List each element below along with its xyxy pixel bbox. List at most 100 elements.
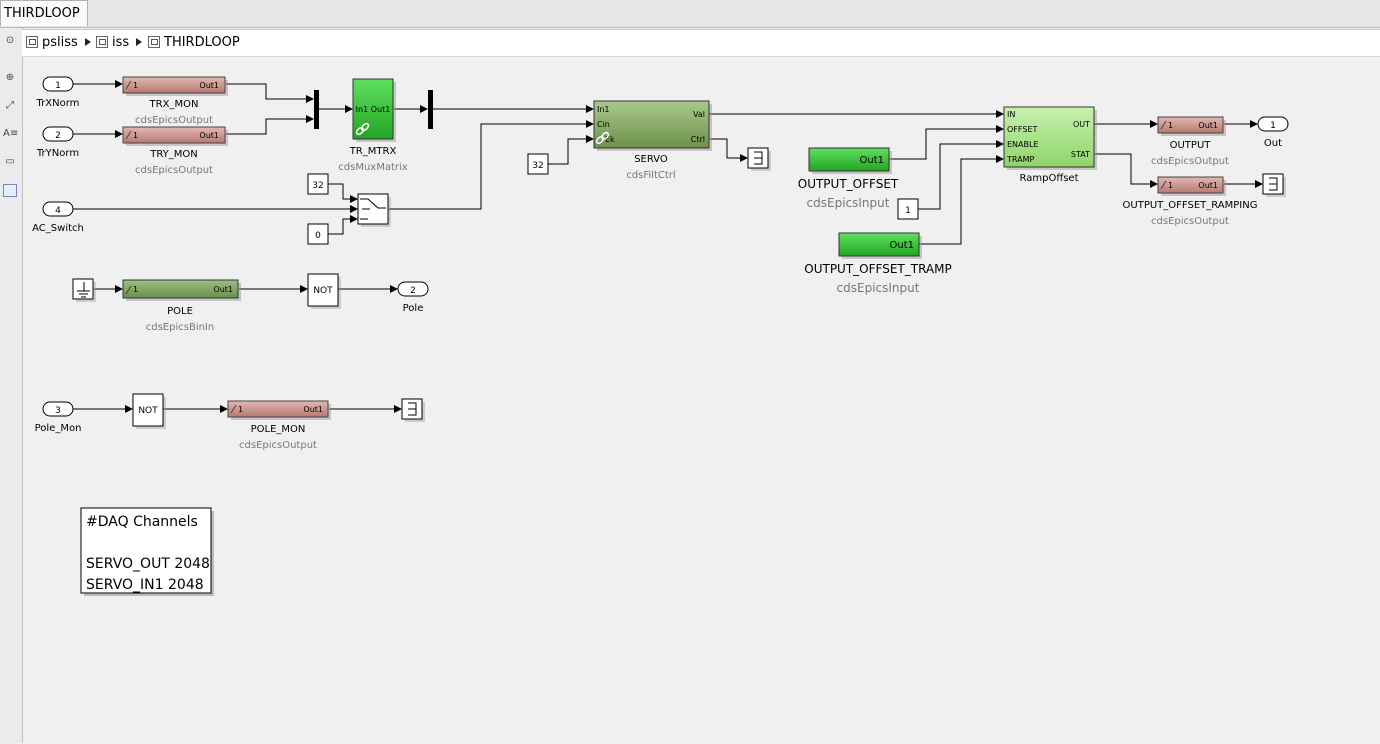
pole-block[interactable]: 1 Out1 POLE cdsEpicsBinIn [122,279,241,333]
outport-label: Pole [403,303,424,314]
port-label: STAT [1071,150,1090,159]
block-library: cdsEpicsBinIn [146,322,214,333]
port-label: Cin [597,120,610,129]
port-label: Out1 [199,81,219,90]
block-library: cdsEpicsOutput [135,165,213,176]
constant-value: 0 [315,231,321,241]
block-name: RampOffset [1020,173,1079,184]
breadcrumb-item-thirdloop[interactable]: THIRDLOOP [164,35,240,50]
port-label: ENABLE [1007,140,1039,149]
inport-label: Pole_Mon [35,423,82,434]
constant-value: 32 [312,181,323,191]
block-label: NOT [138,406,158,416]
block-library: cdsEpicsOutput [135,115,213,126]
subsystem-icon [148,36,160,48]
pole-mon-block[interactable]: 1 Out1 POLE_MON cdsEpicsOutput [227,400,331,451]
not-block[interactable]: NOT [307,273,341,309]
breadcrumb: psliss iss THIRDLOOP [22,29,1380,57]
breadcrumb-item-iss[interactable]: iss [112,35,130,50]
servo-block[interactable]: In1 Cin Ek Val Ctrl SERVO cdsFiltCtrl [593,100,712,181]
mux-block[interactable] [314,90,319,129]
output-block[interactable]: 1 Out1 OUTPUT cdsEpicsOutput [1151,116,1229,167]
diagram-canvas[interactable]: 1 TrXNorm 2 TrYNorm 4 AC_Switch 3 Pole_M… [23,56,1380,744]
port-label: Out1 [1198,121,1218,130]
inport-label: TrYNorm [36,148,79,159]
port-label: In1 Out1 [356,105,391,114]
demux-block[interactable] [428,90,433,129]
back-icon[interactable]: ⊙ [5,35,15,46]
not-block[interactable]: NOT [132,393,166,429]
area-icon[interactable] [3,184,17,197]
block-name: SERVO [634,154,668,165]
link-icon [230,404,237,414]
terminator-block[interactable] [1262,173,1286,197]
outport-label: Out [1264,138,1282,149]
constant-block[interactable]: 1 [897,198,919,220]
subsystem-icon [96,36,108,48]
port-label: Out1 [860,155,885,166]
inport-number: 4 [55,206,61,216]
constant-block[interactable]: 32 [307,173,329,195]
trx-mon-block[interactable]: 1 Out1 TRX_MON cdsEpicsOutput [122,76,228,126]
image-icon[interactable]: ▭ [5,156,15,167]
link-icon [125,130,132,140]
inport-number: 1 [55,81,61,91]
port-label: Out1 [199,131,219,140]
outport-1[interactable]: 1 Out [1257,116,1289,149]
switch-block[interactable] [357,193,391,227]
tab-bar: THIRDLOOP [0,0,1380,28]
output-offset-tramp-block[interactable]: Out1 OUTPUT_OFFSET_TRAMP cdsEpicsInput [804,232,952,295]
port-label: TRAMP [1006,155,1034,164]
inport-label: TrXNorm [36,98,80,109]
zoom-icon[interactable]: ⊕ [5,72,15,83]
fit-view-icon[interactable]: ⤢ [6,100,14,111]
block-library: cdsEpicsOutput [1151,156,1229,167]
link-icon [1160,180,1167,190]
inport-number: 2 [55,131,61,141]
rampoffset-block[interactable]: IN OFFSET ENABLE TRAMP OUT STAT RampOffs… [1003,106,1097,184]
block-name: TRX_MON [149,99,199,110]
ground-block[interactable] [72,278,96,302]
link-icon [595,131,610,145]
block-library: cdsEpicsOutput [1151,216,1229,227]
terminator-block[interactable] [747,147,771,171]
chevron-right-icon [136,38,142,46]
block-name: OUTPUT_OFFSET_RAMPING [1123,200,1258,211]
block-library: cdsFiltCtrl [626,170,675,181]
try-mon-block[interactable]: 1 Out1 TRY_MON cdsEpicsOutput [122,126,228,176]
port-label: 1 [238,405,243,414]
tr-mtrx-block[interactable]: In1 Out1 TR_MTRX cdsMuxMatrix [338,78,408,173]
daq-channels-note[interactable]: #DAQ Channels SERVO_OUT 2048 SERVO_IN1 2… [80,507,214,596]
link-icon [125,285,132,295]
port-label: Out1 [213,285,233,294]
port-label: 1 [133,81,138,90]
output-offset-block[interactable]: Out1 OUTPUT_OFFSET cdsEpicsInput [798,147,899,210]
constant-block[interactable]: 32 [527,153,549,175]
inport-4[interactable]: 4 AC_Switch [32,201,84,234]
outport-number: 2 [410,286,416,296]
note-line: SERVO_IN1 2048 [86,577,204,593]
constant-block[interactable]: 0 [307,223,329,245]
left-toolbar: ⊙ ⊕ ⤢ A≡ ▭ [0,28,23,743]
block-library: cdsEpicsInput [807,196,890,210]
breadcrumb-item-psliss[interactable]: psliss [42,35,78,50]
port-label: Out1 [1198,181,1218,190]
port-label: In1 [597,105,610,114]
annotation-icon[interactable]: A≡ [3,128,19,139]
inport-3[interactable]: 3 Pole_Mon [35,401,82,434]
inport-2[interactable]: 2 TrYNorm [36,126,79,159]
tab-thirdloop[interactable]: THIRDLOOP [0,0,88,26]
note-line: #DAQ Channels [86,514,198,530]
outport-2[interactable]: 2 Pole [397,281,429,314]
output-offset-ramping-block[interactable]: 1 Out1 OUTPUT_OFFSET_RAMPING cdsEpicsOut… [1123,176,1258,227]
block-name: TRY_MON [149,149,198,160]
port-label: Out1 [890,240,915,251]
terminator-block[interactable] [401,398,425,422]
inport-1[interactable]: 1 TrXNorm [36,76,80,109]
port-label: Val [693,110,705,119]
block-name: POLE_MON [251,424,306,435]
port-label: IN [1007,110,1015,119]
port-label: OFFSET [1007,125,1037,134]
port-label: 1 [1168,181,1173,190]
inport-label: AC_Switch [32,223,84,234]
